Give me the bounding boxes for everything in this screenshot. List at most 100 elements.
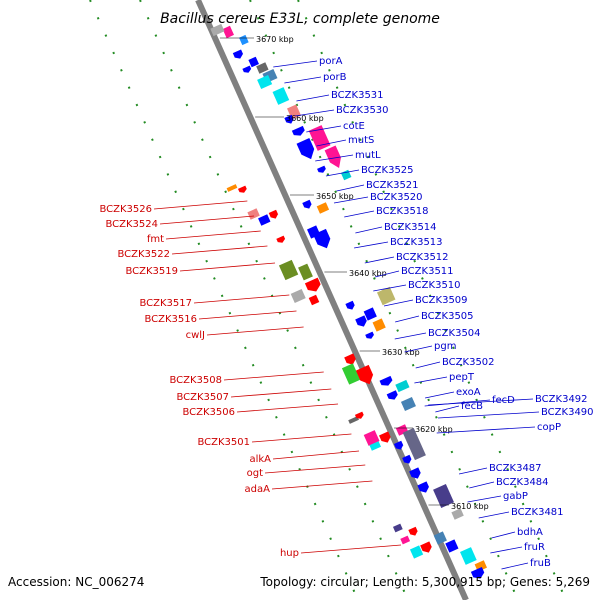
gene-block	[369, 441, 382, 451]
gene-feature	[433, 531, 447, 545]
gene-feature	[386, 390, 398, 400]
leader-line	[315, 154, 354, 162]
gene-feature	[365, 331, 374, 339]
leader-line	[273, 60, 318, 68]
gene-label-exoa: exoA	[456, 387, 481, 398]
gene-label-bczk3484: BCZK3484	[496, 477, 549, 488]
kbp-label: 3670 kbp	[256, 35, 294, 44]
gene-arrow	[379, 431, 391, 443]
gene-feature	[226, 184, 238, 192]
gene-block	[402, 427, 426, 461]
gene-feature	[210, 23, 225, 37]
gene-arrow	[242, 65, 252, 73]
leader-line	[467, 495, 502, 503]
gene-feature	[316, 202, 330, 214]
gene-feature	[417, 481, 429, 493]
leader-line	[436, 426, 536, 434]
leader-line	[336, 184, 365, 192]
gene-label-bczk3514: BCZK3514	[384, 222, 437, 233]
leader-line	[159, 215, 255, 225]
leader-line	[373, 284, 407, 292]
gene-feature	[341, 363, 361, 385]
gene-label-bczk3520: BCZK3520	[370, 192, 423, 203]
gene-feature	[296, 138, 315, 160]
gene-block	[400, 396, 416, 412]
gene-label-cwlj: cwlJ	[186, 330, 205, 341]
gene-label-bczk3519: BCZK3519	[125, 266, 178, 277]
gene-block	[363, 307, 377, 321]
gene-feature	[308, 294, 320, 306]
gene-feature	[291, 125, 305, 136]
gene-block	[340, 169, 352, 181]
map-title: Bacillus cereus E33L, complete genome	[160, 11, 440, 27]
leader-line	[395, 315, 420, 323]
gene-label-fecd: fecD	[492, 395, 515, 406]
gene-feature	[302, 199, 312, 209]
gene-label-bczk3505: BCZK3505	[421, 311, 474, 322]
gene-block	[316, 202, 330, 214]
gene-feature	[451, 508, 464, 520]
gene-label-bczk3481: BCZK3481	[511, 507, 564, 518]
gene-arrow	[276, 235, 286, 243]
gene-feature	[317, 165, 326, 173]
gene-feature	[395, 379, 410, 393]
gene-arrow	[304, 277, 321, 292]
gene-label-bczk3518: BCZK3518	[376, 206, 429, 217]
leader-line	[354, 241, 389, 249]
leader-line	[438, 411, 540, 419]
gene-block	[298, 263, 313, 281]
gene-arrow	[313, 228, 331, 249]
gene-feature	[290, 288, 306, 304]
gene-feature	[247, 208, 260, 220]
gene-feature	[400, 535, 411, 545]
gene-feature	[272, 87, 290, 105]
gene-feature	[363, 430, 380, 446]
leader-line	[295, 109, 335, 117]
gene-block	[460, 547, 477, 565]
gene-arrow	[232, 49, 244, 59]
gene-feature	[257, 74, 273, 90]
gene-arrow	[386, 390, 398, 400]
kbp-label: 3640 kbp	[349, 269, 387, 278]
leader-line	[193, 294, 290, 304]
leader-line	[165, 230, 261, 240]
gene-label-frub: fruB	[530, 558, 551, 569]
leader-line	[223, 371, 324, 381]
gene-arrow	[302, 199, 312, 209]
leader-line	[300, 544, 402, 554]
gene-label-mutl: mutL	[355, 150, 381, 161]
gene-feature	[345, 300, 355, 310]
leader-line	[206, 326, 304, 336]
kbp-label: 3620 kbp	[415, 425, 453, 434]
gene-feature	[355, 315, 367, 327]
gene-label-adaa: adaA	[245, 484, 271, 495]
leader-line	[374, 270, 400, 278]
backbone-line	[195, 0, 469, 600]
gene-label-cote: cotE	[343, 121, 365, 132]
gene-label-pgm: pgm	[434, 341, 456, 352]
leader-line	[179, 262, 276, 272]
leader-line	[469, 481, 495, 489]
gene-feature	[344, 353, 356, 365]
gene-arrow	[324, 145, 341, 169]
gene-label-bczk3516: BCZK3516	[144, 314, 197, 325]
leader-line	[296, 94, 330, 102]
gene-feature	[409, 467, 421, 479]
gene-feature	[237, 185, 247, 193]
gene-arrow	[354, 411, 364, 419]
gene-feature	[433, 484, 455, 508]
leader-line	[230, 388, 332, 398]
gene-label-bczk3512: BCZK3512	[396, 252, 449, 263]
gene-arrow	[393, 440, 404, 450]
gene-arrow	[355, 315, 367, 327]
gene-block	[222, 25, 234, 39]
leader-line	[236, 403, 339, 413]
kbp-label: 3610 kbp	[451, 502, 489, 511]
leader-line	[272, 450, 360, 460]
gene-label-bczk3530: BCZK3530	[336, 105, 389, 116]
gene-arrow	[284, 114, 294, 124]
kbp-label: 3650 kbp	[316, 192, 354, 201]
gene-arrow	[365, 331, 374, 339]
